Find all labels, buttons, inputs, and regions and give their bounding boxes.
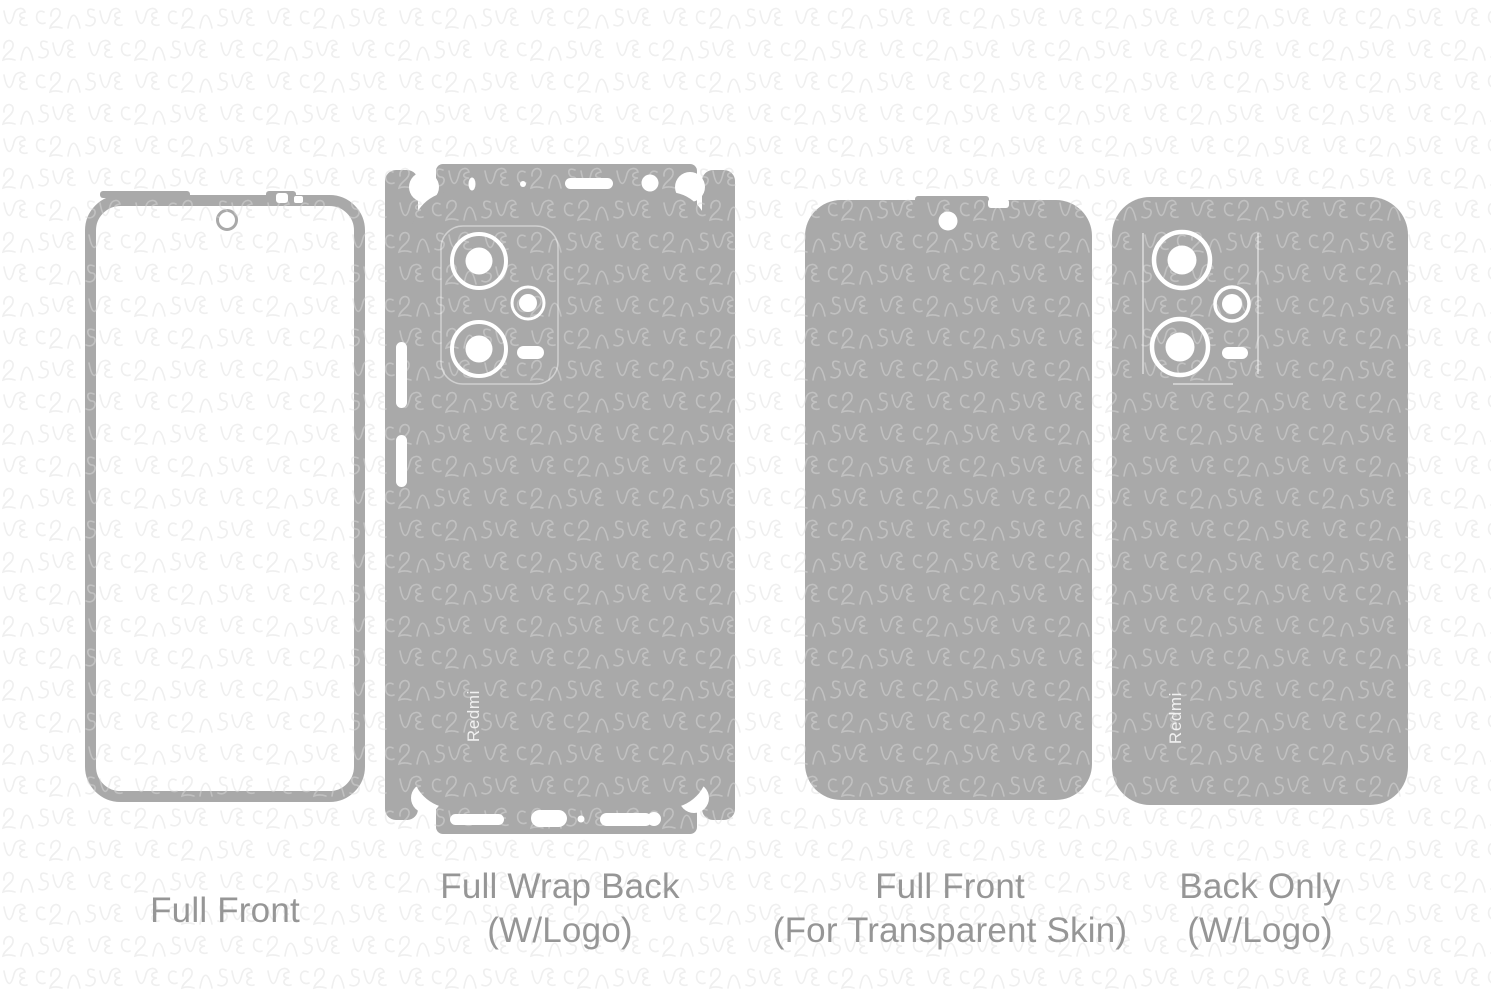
template-sheet-canvas: Redmi Redmi [0, 0, 1491, 994]
phone-skin-template-sheet: Redmi Redmi Full Front Full Wrap Back (W… [0, 0, 1491, 994]
watermark-overlay [0, 0, 1491, 994]
